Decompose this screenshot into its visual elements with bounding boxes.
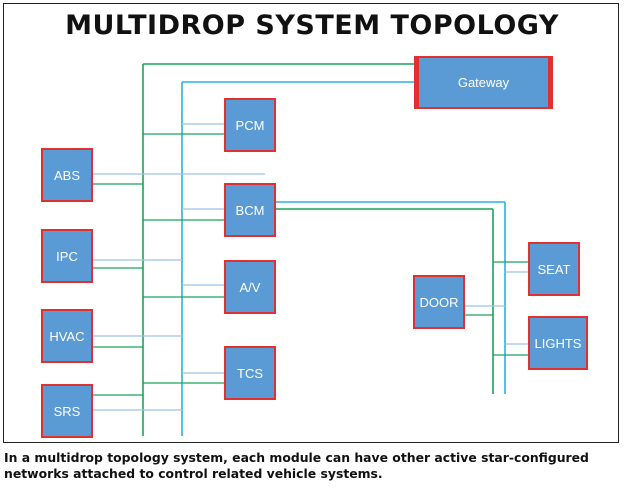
ipc-module: IPC xyxy=(41,229,93,283)
door-module: DOOR xyxy=(413,275,465,329)
bcm-module: BCM xyxy=(224,183,276,237)
tcs-module: TCS xyxy=(224,346,276,400)
av-module: A/V xyxy=(224,260,276,314)
srs-module: SRS xyxy=(41,384,93,438)
lights-module: LIGHTS xyxy=(528,316,588,370)
figure-caption: In a multidrop topology system, each mod… xyxy=(4,450,589,481)
gateway-module: Gateway xyxy=(414,56,553,109)
abs-module: ABS xyxy=(41,148,93,202)
seat-module: SEAT xyxy=(528,242,580,296)
hvac-module: HVAC xyxy=(41,309,93,363)
diagram-title: MULTIDROP SYSTEM TOPOLOGY xyxy=(65,10,559,41)
pcm-module: PCM xyxy=(224,98,276,152)
